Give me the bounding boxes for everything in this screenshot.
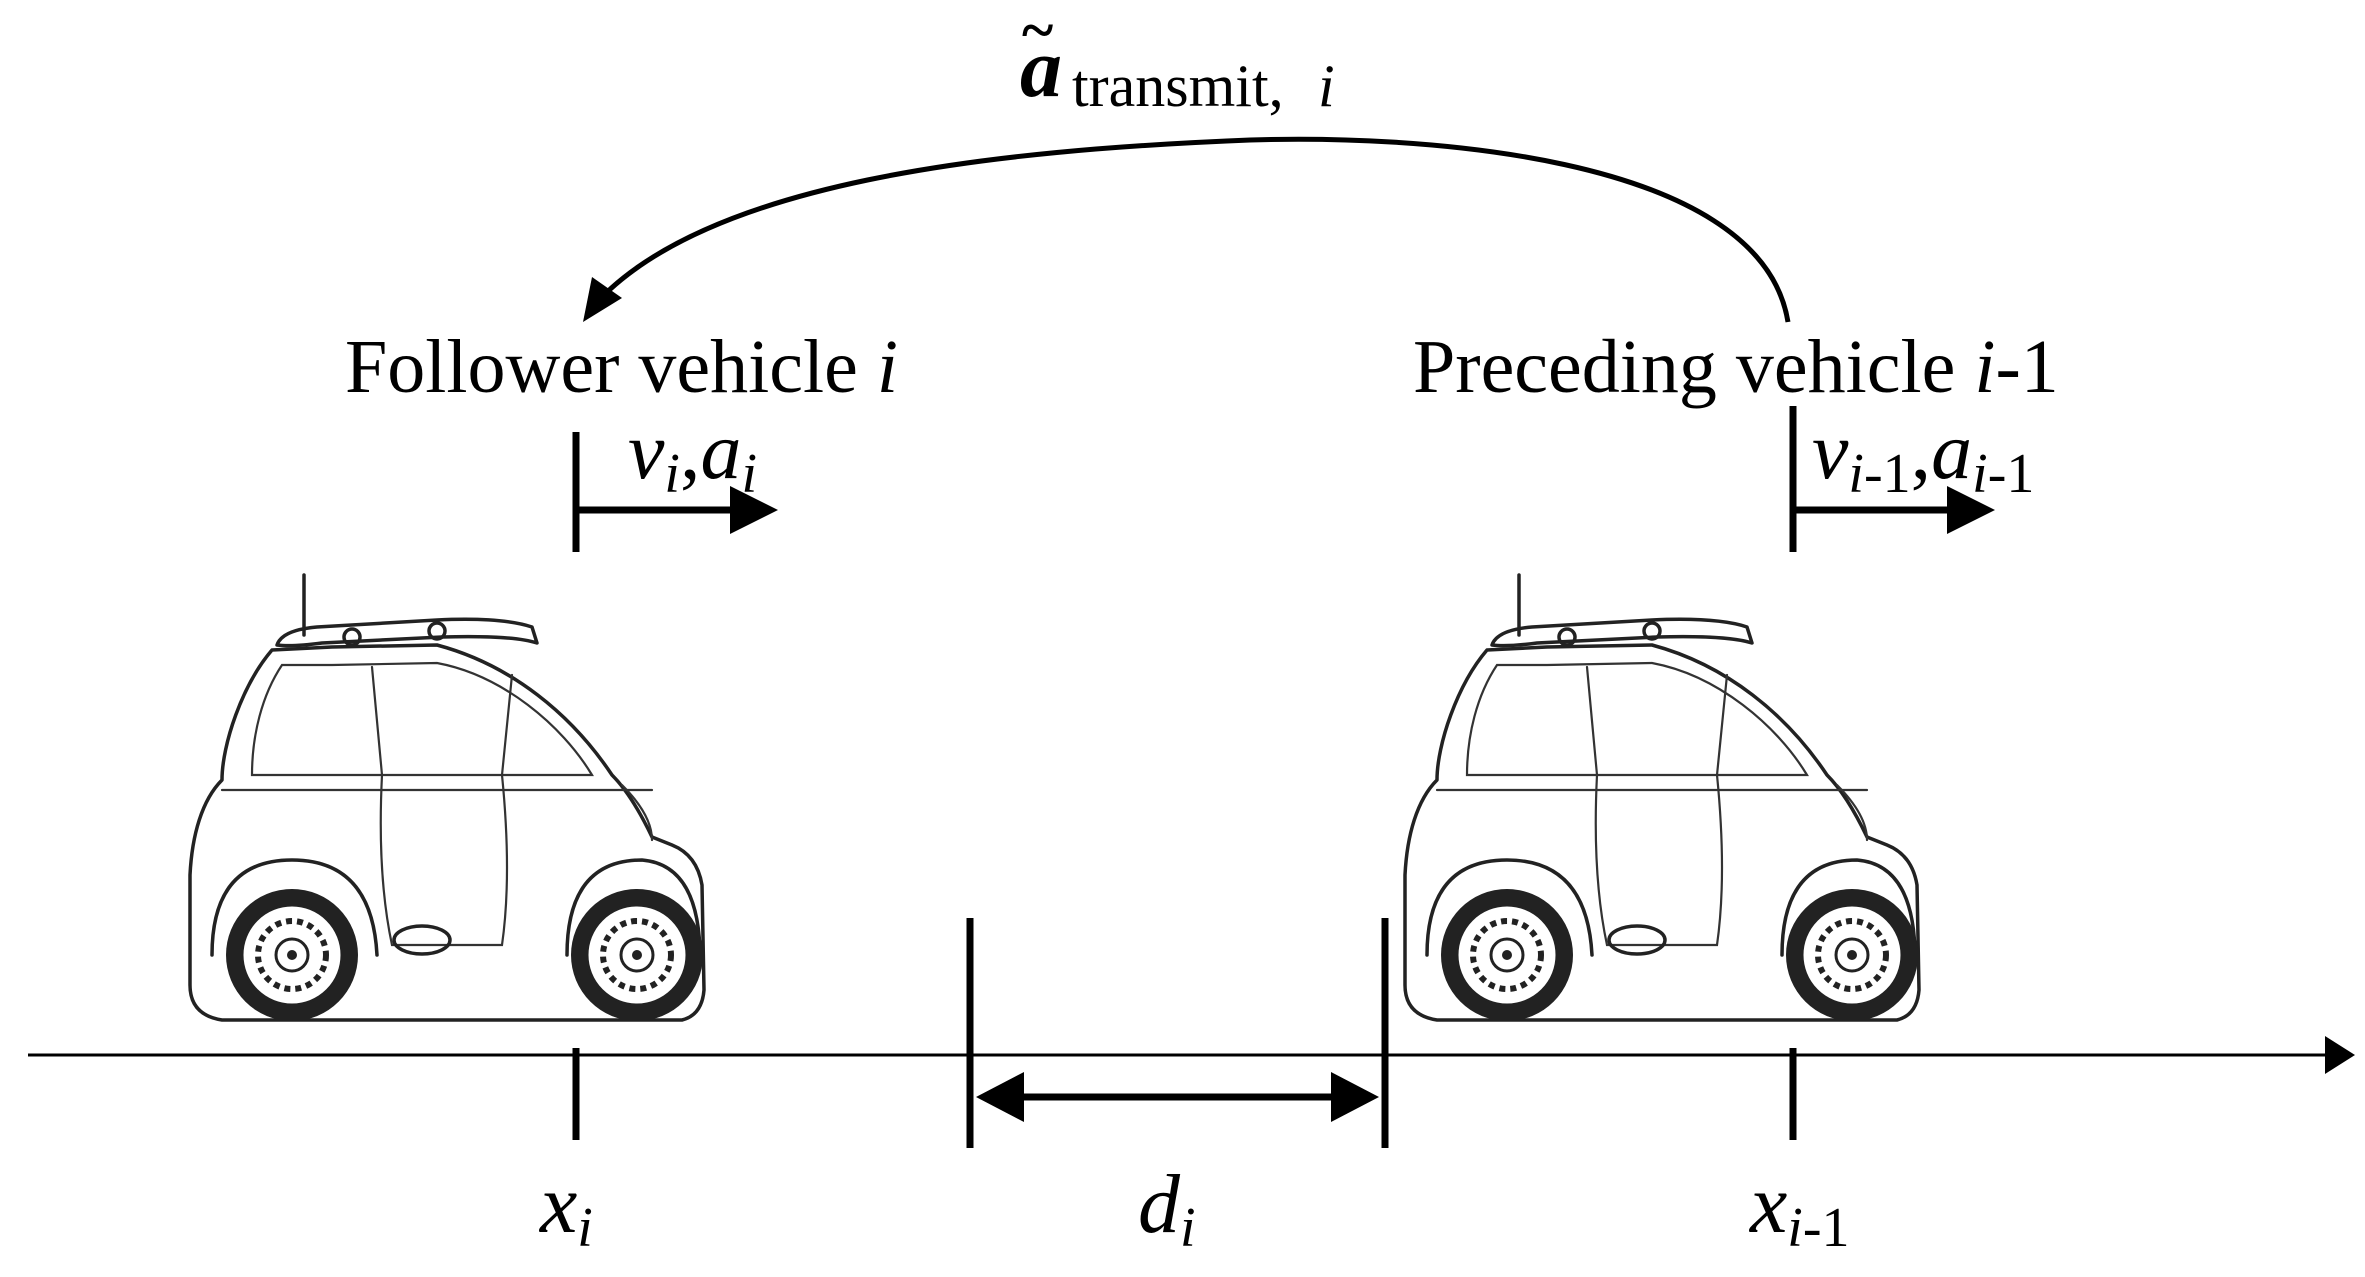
follower-car <box>190 575 704 1021</box>
preceding-title: Preceding vehicle i-1 <box>1413 325 2059 409</box>
preceding-velocity-label: vi-1,ai-1 <box>1812 405 2034 505</box>
transmit-arrowhead <box>583 277 622 322</box>
gap-label: di <box>1138 1158 1196 1259</box>
transmit-tilde: ~ <box>1022 0 1053 63</box>
follower-title: Follower vehicle i <box>345 325 898 409</box>
transmit-symbol: a <box>1020 22 1062 115</box>
gap-arrow <box>976 1072 1379 1122</box>
follower-velocity-label: vi,ai <box>628 405 757 505</box>
transmit-subscript-index: i <box>1318 53 1335 119</box>
preceding-velocity-arrow <box>1789 406 1995 552</box>
transmit-label: a ~ transmit, i <box>1020 0 1335 119</box>
transmit-subscript: transmit, <box>1072 53 1284 119</box>
road-axis <box>28 1036 2355 1074</box>
transmit-arc <box>588 136 1791 323</box>
follower-velocity-arrow <box>572 432 778 552</box>
follower-position-label: xi <box>538 1158 593 1259</box>
preceding-car <box>1405 575 1919 1021</box>
preceding-position-label: xi-1 <box>1748 1158 1850 1259</box>
